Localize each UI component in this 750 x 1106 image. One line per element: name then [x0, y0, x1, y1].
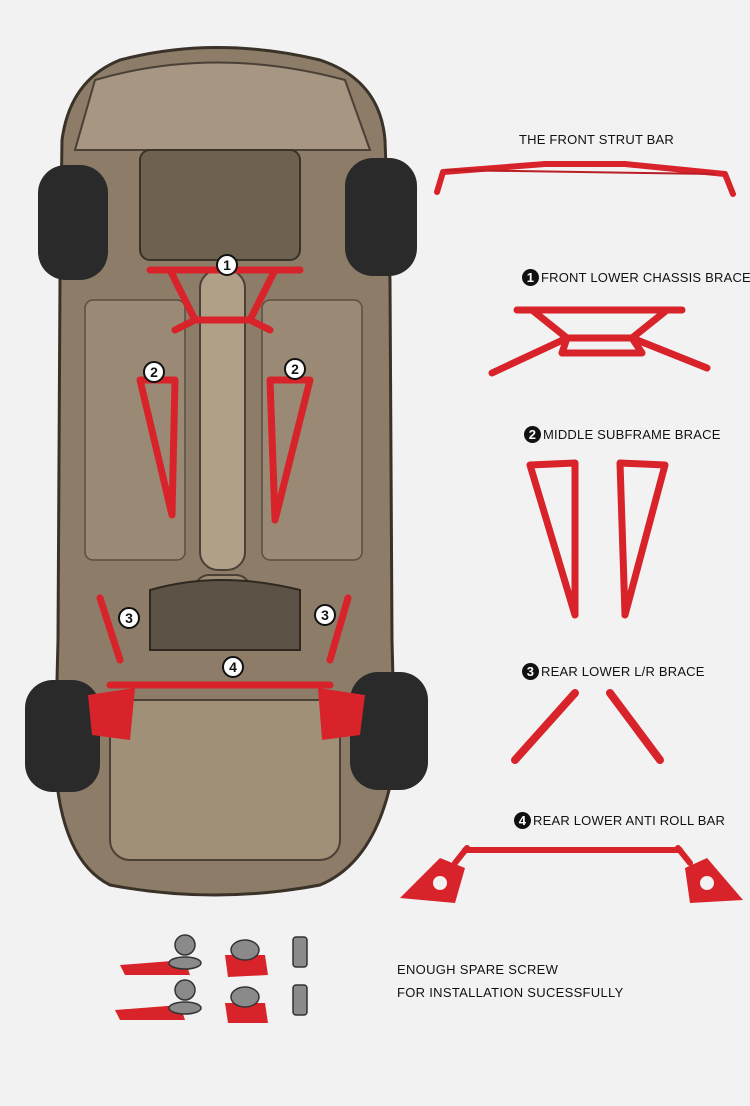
callout-2-right: 2 — [284, 358, 306, 380]
callout-4: 4 — [222, 656, 244, 678]
callout-1: 1 — [216, 254, 238, 276]
caption-line-2: FOR INSTALLATION SUCESSFULLY — [397, 985, 624, 1000]
label-item-2-text: MIDDLE SUBFRAME BRACE — [543, 427, 721, 442]
rear-lower-anti-roll-bar-image — [400, 845, 743, 903]
callout-3-right: 3 — [314, 604, 336, 626]
badge-1: 1 — [522, 269, 539, 286]
spare-screws-image — [115, 934, 308, 1023]
label-item-1: 1 FRONT LOWER CHASSIS BRACE — [522, 269, 750, 286]
callout-2-left: 2 — [143, 361, 165, 383]
label-item-3-text: REAR LOWER L/R BRACE — [541, 664, 705, 679]
front-lower-chassis-brace-image — [488, 306, 711, 377]
label-front-strut-bar: THE FRONT STRUT BAR — [519, 132, 674, 147]
front-strut-bar-image — [434, 161, 736, 197]
badge-4: 4 — [514, 812, 531, 829]
label-item-4-text: REAR LOWER ANTI ROLL BAR — [533, 813, 726, 828]
label-item-4: 4 REAR LOWER ANTI ROLL BAR — [514, 812, 725, 829]
badge-2: 2 — [524, 426, 541, 443]
caption-line-1: ENOUGH SPARE SCREW — [397, 962, 559, 977]
callout-3-left: 3 — [118, 607, 140, 629]
spare-screw-caption: ENOUGH SPARE SCREW FOR INSTALLATION SUCE… — [397, 958, 624, 1004]
rear-lower-lr-brace-image — [511, 689, 664, 764]
badge-3: 3 — [522, 663, 539, 680]
car-underbody-image — [25, 46, 428, 897]
middle-subframe-brace-image — [526, 459, 669, 619]
label-item-3: 3 REAR LOWER L/R BRACE — [522, 663, 705, 680]
label-item-2: 2 MIDDLE SUBFRAME BRACE — [524, 426, 721, 443]
label-item-1-text: FRONT LOWER CHASSIS BRACE — [541, 270, 750, 285]
